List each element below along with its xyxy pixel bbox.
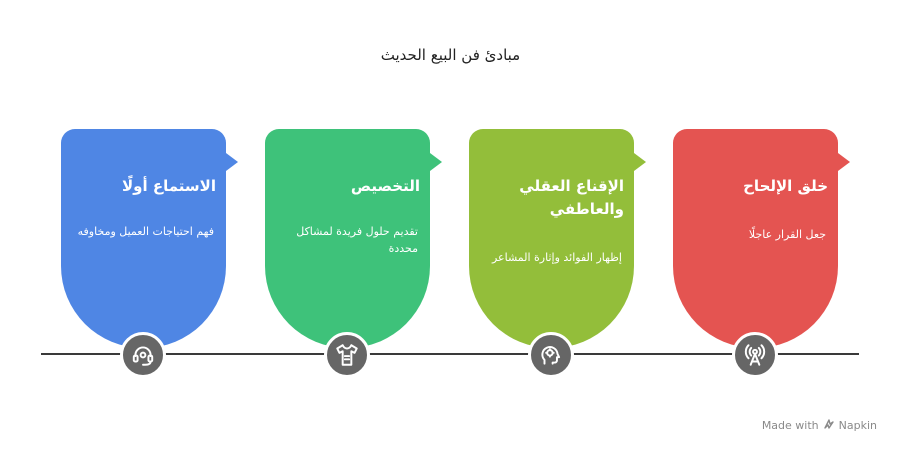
step-title: التخصيص bbox=[350, 177, 420, 195]
made-with-napkin-credit[interactable]: Made with Napkin bbox=[762, 418, 877, 433]
step-description: تقديم حلول فريدة لمشاكل محددة bbox=[296, 225, 418, 255]
radio-tower-icon bbox=[732, 332, 778, 378]
head-brain-icon bbox=[528, 332, 574, 378]
step-card-urgency: خلق الإلحاح جعل القرار عاجلًا bbox=[673, 129, 850, 348]
step-title: خلق الإلحاح bbox=[743, 177, 828, 195]
step-description: إظهار الفوائد وإثارة المشاعر bbox=[491, 251, 622, 264]
step-card-listening: الاستماع أولًا فهم احتياجات العميل ومخاو… bbox=[61, 129, 238, 348]
timeline-line bbox=[41, 353, 859, 355]
made-with-label: Made with bbox=[761, 419, 819, 432]
napkin-brand-label: Napkin bbox=[838, 419, 877, 432]
tailored-shirt-icon bbox=[324, 332, 370, 378]
step-title: الاستماع أولًا bbox=[122, 177, 216, 195]
step-description: جعل القرار عاجلًا bbox=[748, 228, 826, 241]
step-card-persuasion: الإقناع العقلي والعاطفي إظهار الفوائد وإ… bbox=[469, 129, 646, 348]
step-title: الإقناع العقلي والعاطفي bbox=[519, 177, 624, 218]
headset-icon bbox=[120, 332, 166, 378]
diagram-title: مبادئ فن البيع الحديث bbox=[380, 46, 521, 64]
step-description: فهم احتياجات العميل ومخاوفه bbox=[77, 225, 214, 238]
napkin-logo-icon bbox=[823, 418, 835, 433]
step-card-customization: التخصيص تقديم حلول فريدة لمشاكل محددة bbox=[265, 129, 442, 348]
